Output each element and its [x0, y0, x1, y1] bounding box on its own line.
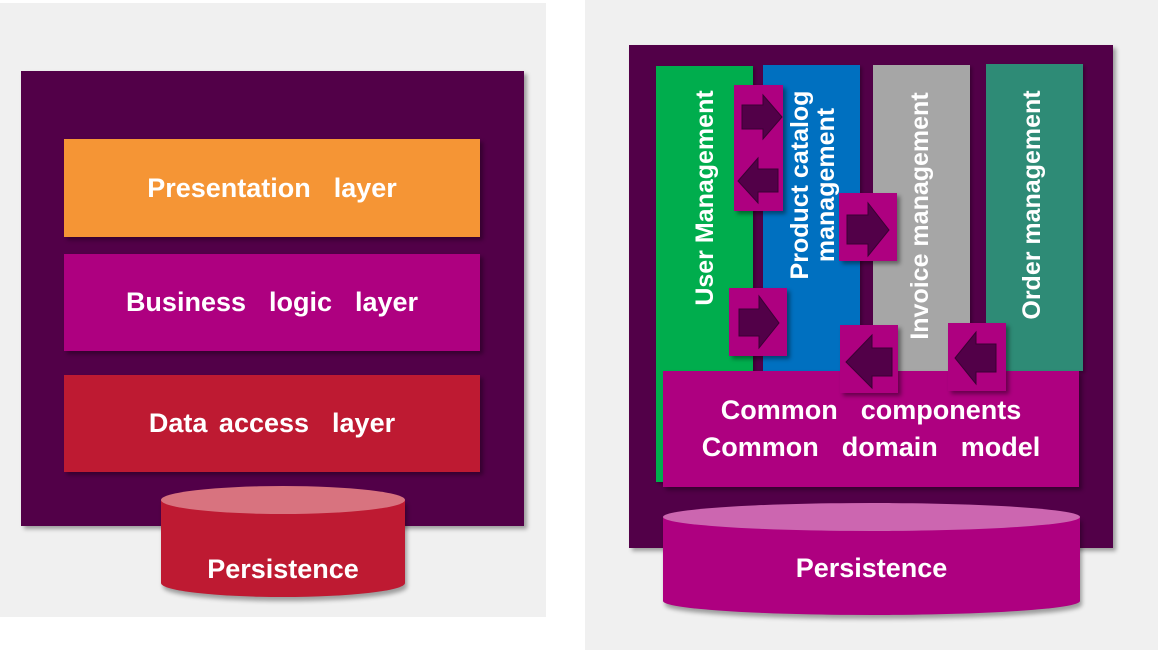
left-persistence-label: Persistence — [207, 554, 359, 584]
arrow-box-user-product — [734, 85, 783, 211]
invoice-management-label: Invoice management — [906, 92, 934, 340]
order-management-label: Order management — [1018, 90, 1046, 320]
common-components-label: Common components — [720, 395, 1022, 425]
arrow-box-product-invoice — [839, 193, 897, 261]
arrow-right-icon — [741, 93, 783, 141]
arrow-left-icon — [737, 156, 779, 205]
left-persistence-cylinder: Persistence — [161, 486, 405, 597]
common-domain-model-label: Common domain model — [701, 432, 1041, 462]
arrow-box-common-invoice — [948, 323, 1006, 391]
arrow-left-icon — [845, 333, 893, 390]
product-catalog-label-line2: management — [812, 107, 840, 263]
data-access-layer-label: Data access layer — [148, 408, 396, 438]
user-management-label: User Management — [691, 90, 719, 306]
module-order-management — [986, 64, 1083, 371]
product-catalog-label: Product catalog management — [786, 90, 840, 280]
arrow-box-common-product — [840, 325, 898, 393]
data-access-layer: Data access layer — [64, 375, 480, 472]
common-components-box: Common components Common domain model — [663, 371, 1079, 487]
business-logic-layer-label: Business logic layer — [125, 287, 419, 317]
arrow-box-user-common — [729, 288, 787, 356]
business-logic-layer: Business logic layer — [64, 254, 480, 351]
presentation-layer-label: Presentation layer — [147, 172, 397, 203]
arrow-right-icon — [846, 201, 890, 258]
presentation-layer: Presentation layer — [64, 139, 480, 237]
right-persistence-label: Persistence — [795, 553, 948, 583]
product-catalog-label-line1: Product catalog — [786, 90, 814, 280]
arrow-left-icon — [954, 330, 997, 386]
right-persistence-cylinder: Persistence — [663, 503, 1080, 615]
arrow-right-icon — [738, 294, 780, 350]
